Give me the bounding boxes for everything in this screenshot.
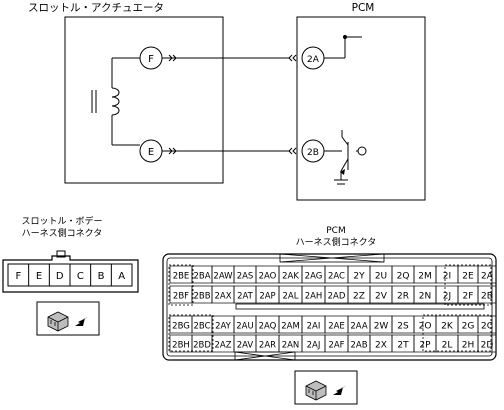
- throttle-actuator-box: [64, 16, 224, 184]
- left-pin-d: D: [56, 271, 64, 282]
- pin-f-label: F: [148, 54, 154, 65]
- left-pin-f: F: [15, 271, 21, 282]
- pcm-pin-2v: 2V: [375, 292, 388, 302]
- right-connector-title-2: ハーネス側コネクタ: [296, 236, 377, 248]
- pin-e-terminal: [139, 139, 163, 163]
- pcm-pin-2au: 2AU: [236, 322, 253, 332]
- pcm-pin-2bh: 2BH: [172, 341, 190, 351]
- pcm-pin-2ap: 2AP: [259, 292, 275, 302]
- throttle-actuator-title: スロットル・アクチュエータ: [28, 2, 164, 14]
- pcm-pin-2n: 2N: [419, 292, 431, 302]
- pcm-pin-2e: 2E: [462, 272, 474, 282]
- pcm-pin-2u: 2U: [375, 272, 387, 282]
- pcm-pin-2m: 2M: [418, 272, 432, 282]
- pcm-pin-2g: 2G: [462, 322, 475, 332]
- pcm-pin-cell: [477, 265, 497, 284]
- pcm-pin-2bg: 2BG: [172, 322, 190, 332]
- pcm-pin-cell: [477, 334, 497, 353]
- pcm-pin-2r: 2R: [397, 292, 409, 302]
- pcm-pin-2ah: 2AH: [305, 292, 323, 302]
- pcm-pin-2b: 2B: [481, 292, 493, 302]
- pcm-pin-2o: 2O: [419, 322, 432, 332]
- pcm-pin-2z: 2Z: [353, 292, 365, 302]
- pcm-pin-2a: 2A: [481, 272, 494, 282]
- transistor-base-terminal: [357, 146, 367, 156]
- pcm-pin-2q: 2Q: [397, 272, 410, 282]
- pcm-title: PCM: [352, 2, 375, 14]
- pcm-pin-2ar: 2AR: [259, 341, 276, 351]
- pin-2a-label: 2A: [307, 55, 320, 65]
- pcm-pin-cell: [477, 315, 497, 334]
- pcm-pin-2ai: 2AI: [307, 322, 321, 332]
- pcm-pin-2az: 2AZ: [214, 341, 231, 351]
- pcm-pin-2am: 2AM: [281, 322, 300, 332]
- pcm-pin-2bb: 2BB: [193, 292, 210, 302]
- transistor-arrow: [340, 169, 345, 175]
- pcm-pin-2y: 2Y: [353, 272, 365, 282]
- left-connector-title-1: スロットル・ボデー: [21, 215, 102, 227]
- connector-illustration-right: [294, 370, 358, 405]
- left-pin-b: B: [98, 271, 105, 282]
- pcm-pin-2af: 2AF: [328, 341, 344, 351]
- pcm-pin-2aj: 2AJ: [307, 341, 321, 351]
- pin-2b-label: 2B: [307, 148, 319, 158]
- junction-dot: [343, 35, 347, 39]
- pcm-pin-2j: 2J: [443, 292, 451, 302]
- pcm-pin-2d: 2D: [481, 341, 494, 351]
- pcm-pin-2ax: 2AX: [214, 292, 231, 302]
- pcm-pin-2bf: 2BF: [173, 292, 189, 302]
- pcm-pin-2l: 2L: [442, 341, 453, 351]
- pcm-pin-2bc: 2BC: [193, 322, 210, 332]
- pcm-pin-2h: 2H: [462, 341, 475, 351]
- pcm-pin-2ay: 2AY: [215, 322, 232, 332]
- pin-f-terminal: [139, 46, 163, 70]
- pcm-pin-2ab: 2AB: [350, 341, 367, 351]
- pcm-pin-2c: 2C: [481, 322, 493, 332]
- pcm-pin-2ba: 2BA: [193, 272, 210, 282]
- left-pin-e: E: [36, 271, 42, 282]
- pcm-pin-2ao: 2AO: [259, 272, 277, 282]
- pcm-pin-2t: 2T: [397, 341, 409, 351]
- wire-e-2b: [112, 144, 297, 155]
- pcm-pin-2aw: 2AW: [213, 272, 233, 282]
- pcm-pin-2as: 2AS: [237, 272, 254, 282]
- pcm-pin-2x: 2X: [375, 341, 387, 351]
- left-pin-a: A: [118, 271, 125, 282]
- pcm-pin-2aq: 2AQ: [259, 322, 277, 332]
- pcm-pin-2aa: 2AA: [350, 322, 367, 332]
- pcm-pin-2k: 2K: [441, 322, 454, 332]
- pcm-pin-2ad: 2AD: [328, 292, 346, 302]
- motor-coil: [91, 58, 120, 145]
- pcm-pin-2an: 2AN: [282, 341, 300, 351]
- pcm-pin-2av: 2AV: [237, 341, 254, 351]
- wire-f-2a: [112, 54, 297, 62]
- right-connector-title-1: PCM: [326, 226, 345, 236]
- pcm-pin-2f: 2F: [463, 292, 474, 302]
- pcm-pin-2ak: 2AK: [282, 272, 299, 282]
- pin-e-label: E: [148, 147, 154, 158]
- pcm-box: [296, 16, 426, 201]
- transistor-symbol: [324, 130, 362, 185]
- left-connector-title-2: ハーネス側コネクタ: [22, 227, 103, 239]
- pcm-pin-2ac: 2AC: [328, 272, 345, 282]
- pcm-pin-2bd: 2BD: [193, 341, 211, 351]
- connector-illustration-left: [36, 301, 100, 336]
- pcm-pin-2ae: 2AE: [328, 322, 345, 332]
- pcm-pin-2al: 2AL: [283, 292, 299, 302]
- pcm-pin-2p: 2P: [419, 341, 431, 351]
- left-pin-c: C: [77, 271, 84, 282]
- pcm-supply-line: [324, 36, 362, 59]
- pcm-pin-cell: [477, 285, 497, 304]
- pcm-pin-2ag: 2AG: [305, 272, 323, 282]
- pcm-pin-2i: 2I: [443, 272, 451, 282]
- pcm-pin-2w: 2W: [374, 322, 389, 332]
- pcm-pin-2s: 2S: [397, 322, 409, 332]
- pcm-pin-2at: 2AT: [237, 292, 254, 302]
- pcm-pin-2be: 2BE: [173, 272, 190, 282]
